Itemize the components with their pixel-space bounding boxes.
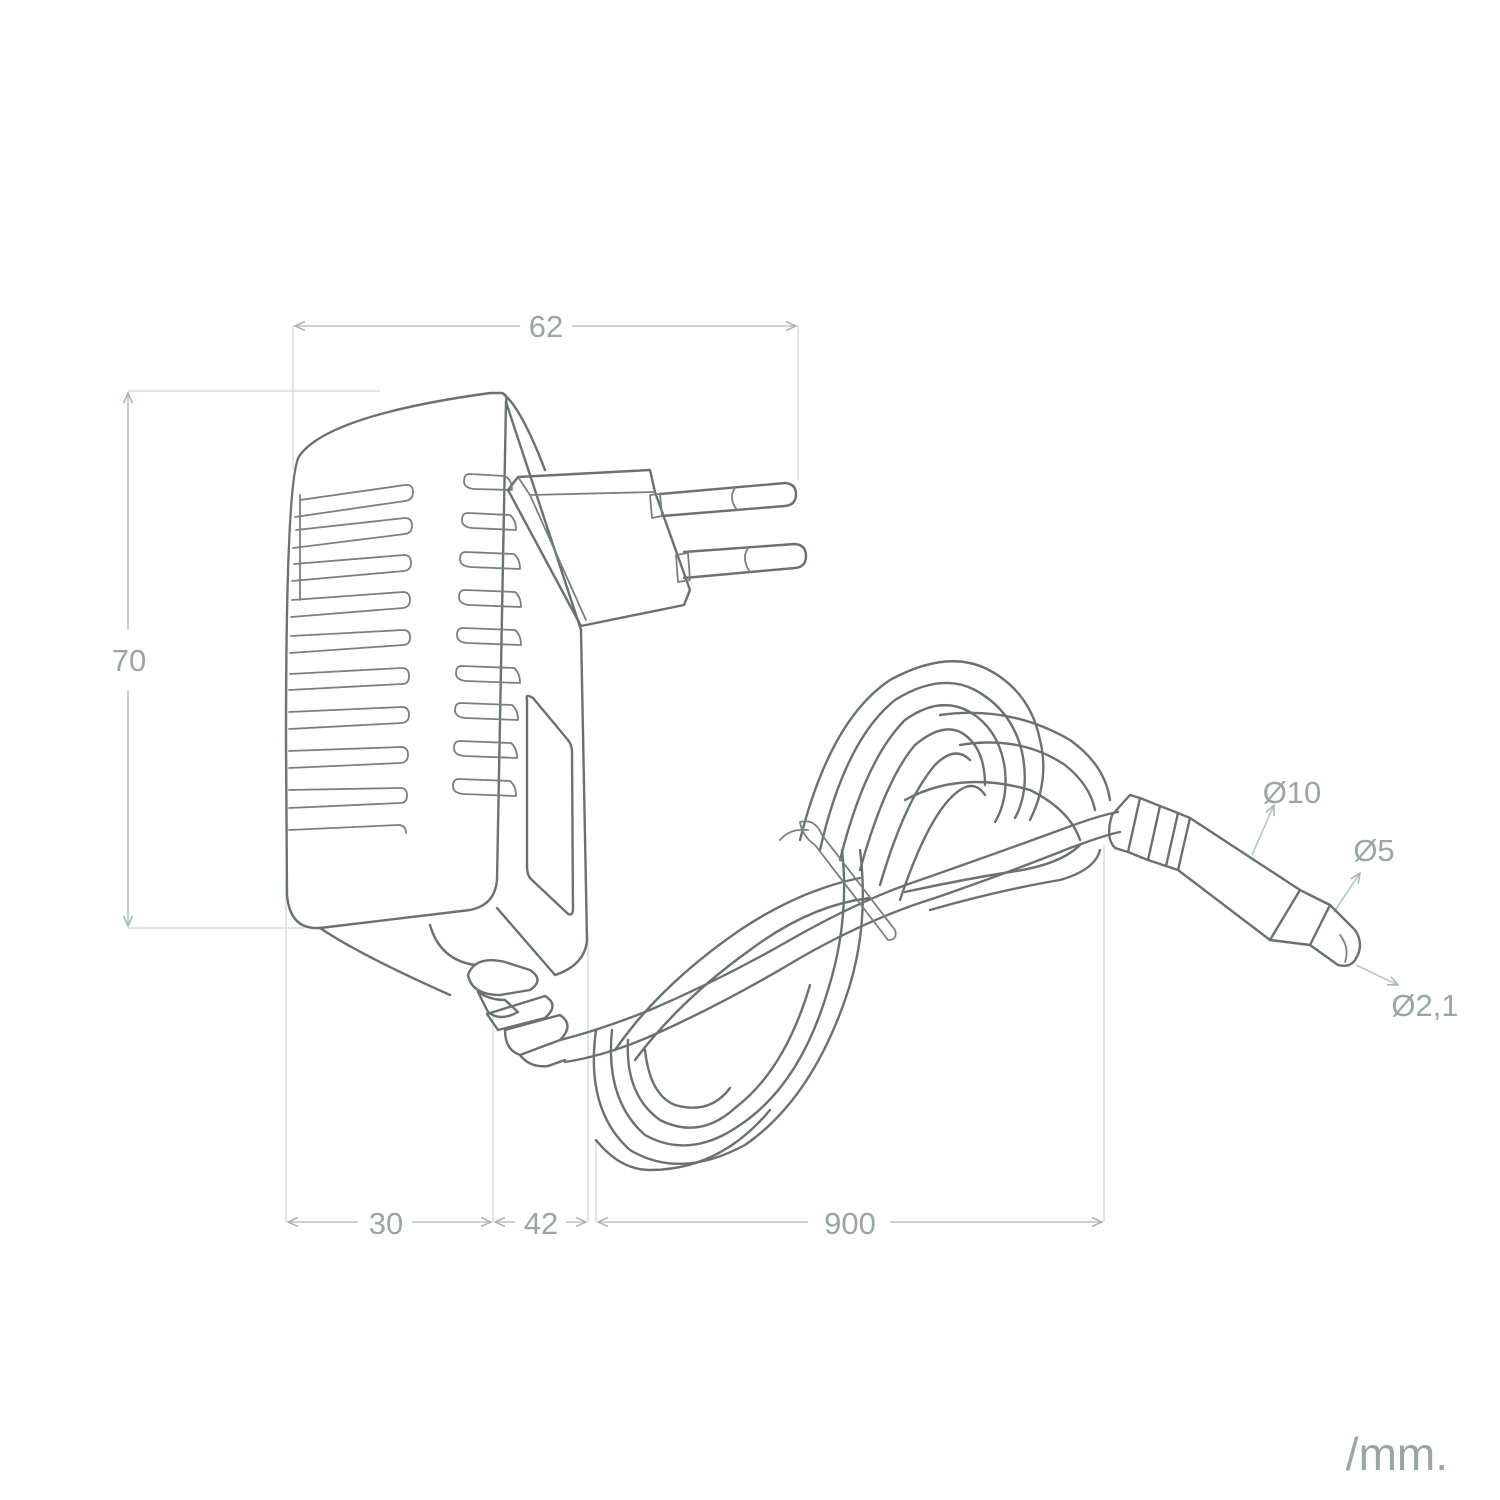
unit-label: /mm. (1346, 1428, 1448, 1480)
label-dia-5: Ø5 (1353, 833, 1394, 868)
cable (558, 660, 1122, 1172)
adapter-body (284, 391, 589, 997)
label-30: 30 (369, 1206, 403, 1241)
label-42: 42 (524, 1206, 558, 1241)
label-900: 900 (824, 1206, 876, 1241)
label-dia-2-1: Ø2,1 (1391, 988, 1458, 1023)
leader-5 (1333, 873, 1360, 913)
leader-10 (1251, 805, 1274, 856)
dc-connector (1107, 793, 1362, 968)
label-62: 62 (529, 309, 563, 344)
dimension-lines (128, 326, 1398, 1222)
plug-head (506, 468, 692, 628)
label-dia-10: Ø10 (1263, 775, 1322, 810)
plug-pins (649, 481, 808, 583)
strain-relief (466, 958, 569, 1068)
side-vent-slots (452, 473, 522, 797)
dimension-labels: 62 70 30 42 900 Ø10 Ø5 Ø2,1 /mm. (112, 309, 1459, 1480)
leader-2-1 (1355, 964, 1398, 985)
front-vent-slots (288, 483, 414, 834)
label-70: 70 (112, 643, 146, 678)
extension-lines (128, 325, 1105, 1222)
